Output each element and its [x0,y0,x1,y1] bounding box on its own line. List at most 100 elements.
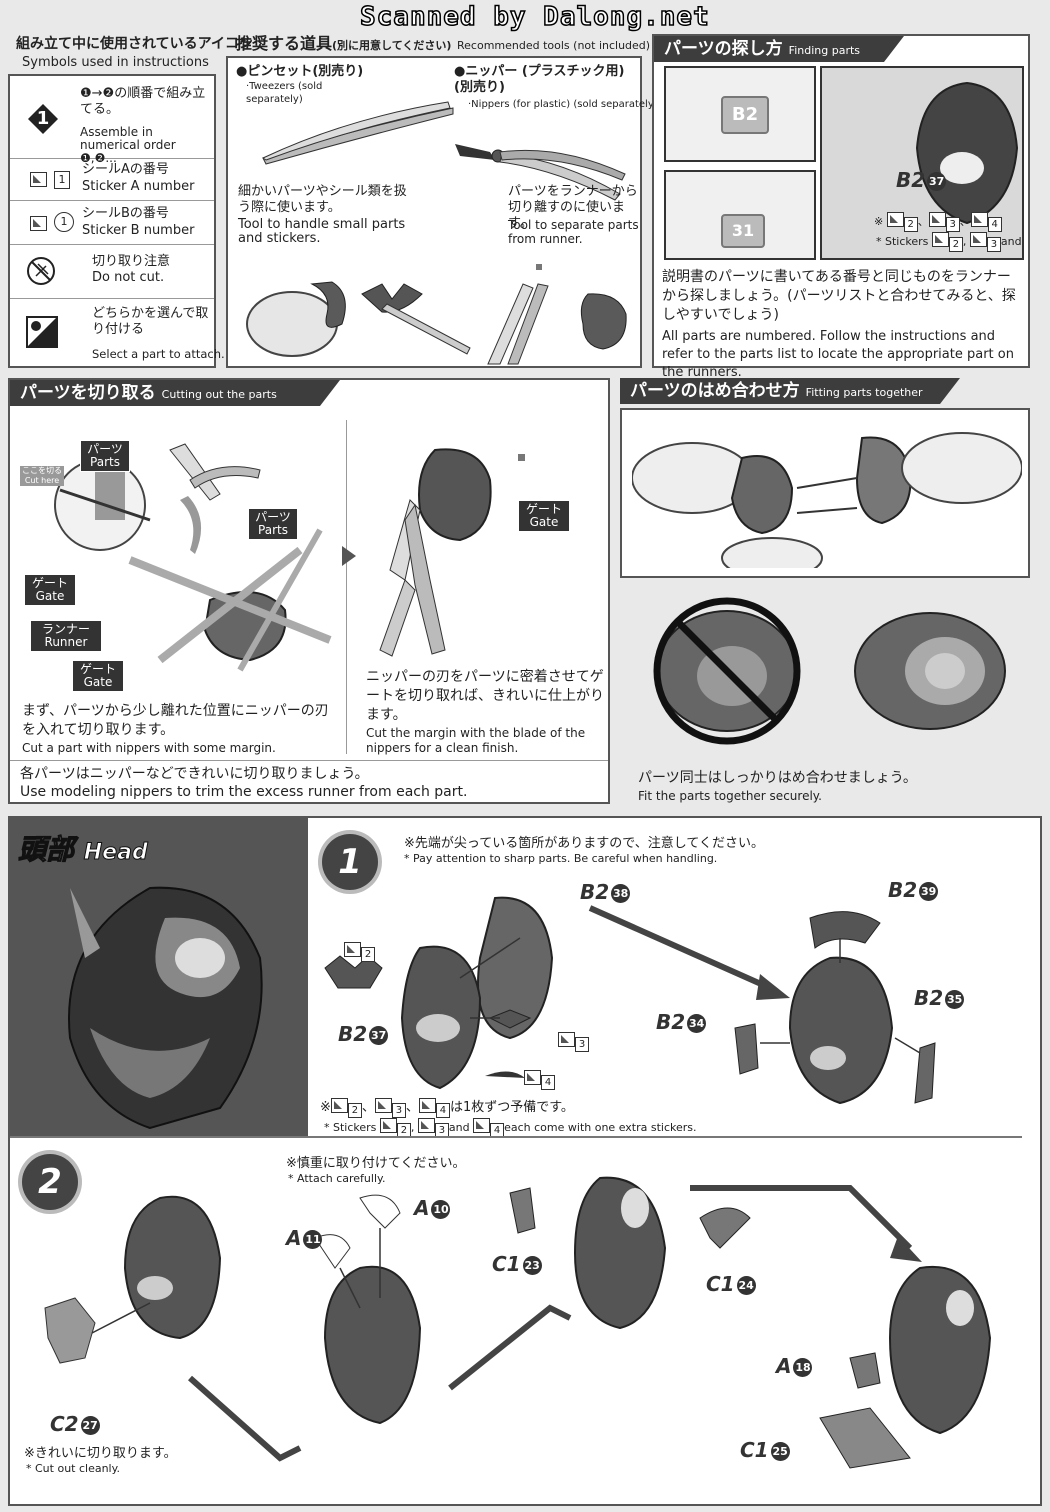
symbol-row-do-not-cut: 切り取り注意 Do not cut. [10,244,214,299]
step1-sticker-4: 4 [524,1070,555,1090]
cutting-step1-jp: まず、パーツから少し離れた位置にニッパーの刃を入れて切り取ります。 [22,703,329,738]
sticker-icon [30,214,47,233]
runner-tag-b2: B2 [721,96,769,134]
parts-tag-1: パーツ Parts [80,440,130,472]
step-divider [10,1136,1022,1138]
step2-attach-jp: ※慎重に取り付けてください。 [286,1156,466,1171]
cutting-illustration-2 [379,448,525,657]
finding-desc-jp: 説明書のパーツに書いてある番号と同じものをランナーから探しましょう。(パーツリス… [662,269,1016,323]
finding-sticker-note: ※ 2、3、4 [874,212,1002,232]
step1-illustration [324,896,936,1105]
select-part-icon [26,316,58,348]
symbol-order-en: Assemble in numerical order ❶,❷... [80,125,176,165]
head-image-block: 頭部 Head [10,818,308,1136]
next-arrow-icon [342,546,356,566]
nippers-en: ·Nippers (for plastic) (sold separately) [468,99,658,110]
scan-watermark: Scanned by Dalong.net [359,1,710,33]
nippers-illustration [487,264,627,365]
step2-clean-jp: ※きれいに切り取ります。 [24,1446,177,1461]
nippers-jp: ●ニッパー (プラスチック用)(別売り) [454,64,625,95]
symbols-panel: 組み立て中に使用されているアイコン Symbols used in instru… [8,34,253,368]
cutting-footer-jp: 各パーツはニッパーなどできれいに切り取りましょう。 [20,766,369,782]
tools-panel: 推奨する道具(別に用意してください) Recommended tools (no… [226,34,658,368]
nippers-use-en: Tool to separate parts from runner. [508,218,639,246]
sticker-b-jp: シールBの番号 [82,206,169,221]
sticker-icon [30,170,47,189]
sticker-a-box: 1 [54,171,70,189]
step-number-icon: 1 [28,104,58,134]
symbols-title-jp: 組み立て中に使用されているアイコン [16,36,253,52]
step1-warn-en: * Pay attention to sharp parts. Be caref… [404,852,718,865]
do-not-cut-icon [27,257,55,285]
step1-sticker-2: 2 [344,942,375,962]
tools-title: 推奨する道具(別に用意してください) Recommended tools (no… [236,34,651,53]
head-section: 頭部 Head 1 ※先端が尖っている箇所がありますので、注意してください。 *… [8,816,1042,1506]
cutting-footer-en: Use modeling nippers to trim the excess … [20,784,468,800]
head-title: 頭部 Head [17,833,148,867]
symbols-title-en: Symbols used in instructions [22,55,209,70]
symbol-row-sticker-b: 1 シールBの番号 Sticker B number [10,200,214,245]
do-not-cut-jp: 切り取り注意 [92,254,171,269]
symbol-row-order: 1 ❶→❷の順番で組み立てる。 Assemble in numerical or… [10,76,214,165]
correct-fit-illustration [854,612,1006,730]
sticker-a-en: Sticker A number [82,179,195,194]
cutting-step1-en: Cut a part with nippers with some margin… [22,741,276,755]
wrong-fit-illustration [653,597,801,745]
symbol-order-jp: ❶→❷の順番で組み立てる。 [80,86,206,117]
symbol-row-sticker-a: 1 シールAの番号 Sticker A number [10,158,214,201]
fitting-box [620,408,1030,578]
runner-frame-bottom: 31 [664,170,816,260]
cut-here-label: ここを切る Cut here [20,466,64,486]
do-not-cut-en: Do not cut. [92,270,165,285]
tweezers-icon [261,101,454,165]
step1-warn-jp: ※先端が尖っている箇所がありますので、注意してください。 [404,836,764,851]
head-hero-image [68,886,263,1130]
fitting-illustration [632,432,1022,568]
tweezers-jp: ●ピンセット(別売り) [236,64,364,79]
step2-illustration [44,1176,992,1469]
step-2-badge: 2 [22,1154,78,1210]
runner-tag: ランナー Runner [30,620,102,652]
tweezers-en: ·Tweezers (sold separately) [246,81,323,105]
head-preview-icon [915,81,1019,225]
cutting-divider [346,420,347,754]
sticker-a-jp: シールAの番号 [82,162,169,177]
cutting-illustration-1 [54,443,332,672]
select-part-en: Select a part to attach. [92,347,225,361]
cutting-step2-jp: ニッパーの刃をパーツに密着させてゲートを切り取れば、きれいに仕上がります。 [366,669,604,723]
finding-desc-en: All parts are numbered. Follow the instr… [662,329,1014,380]
tweezers-use-en: Tool to handle small parts and stickers. [238,217,406,246]
sticker-b-en: Sticker B number [82,223,195,238]
tweezers-illustration [246,281,471,357]
select-part-jp: どちらかを選んで取り付ける [92,306,209,337]
runner-frame-top: B2 [664,66,816,162]
symbol-row-select: どちらかを選んで取り付ける Select a part to attach. [10,298,225,368]
tools-content: ●ピンセット(別売り) ·Tweezers (sold separately) … [226,56,658,368]
runner-tag-31: 31 [721,214,765,248]
cutting-step2-en: Cut the margin with the blade of the nip… [366,726,586,755]
fitting-desc-jp: パーツ同士はしっかりはめ合わせましょう。 [638,770,917,786]
gate-tag-1: ゲート Gate [24,574,76,606]
gate-tag-3: ゲート Gate [518,500,570,532]
